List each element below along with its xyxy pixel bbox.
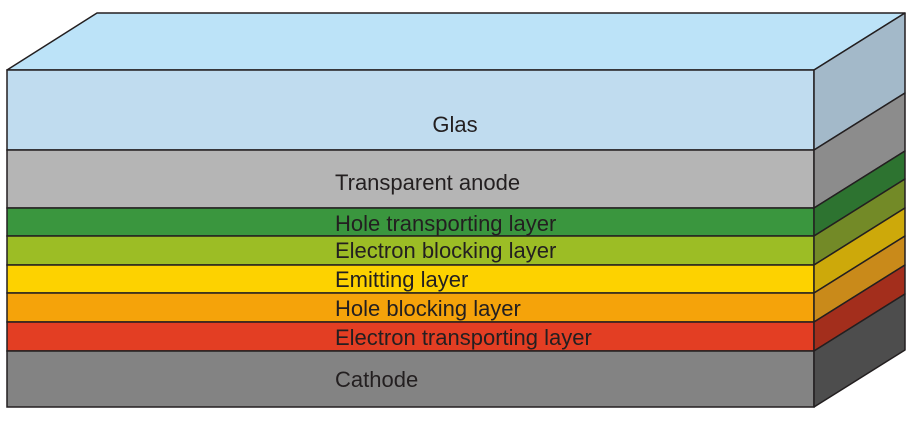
- layer-electron-transporting-front: [6, 321, 815, 352]
- layer-label-cathode: Cathode: [335, 367, 418, 392]
- layer-cathode-front: [6, 350, 815, 408]
- layer-label-emitting: Emitting layer: [335, 267, 468, 292]
- layer-glas-front: [6, 69, 815, 151]
- layer-label-hole-blocking: Hole blocking layer: [335, 296, 521, 321]
- layer-transparent-anode-front: [6, 149, 815, 209]
- layer-cathode-side: [813, 293, 906, 408]
- layer-hole-transporting-front: [6, 207, 815, 237]
- top-face: [6, 12, 906, 71]
- layer-label-electron-transporting: Electron transporting layer: [335, 325, 592, 350]
- layer-label-hole-transporting: Hole transporting layer: [335, 211, 556, 236]
- layer-label-electron-blocking: Electron blocking layer: [335, 238, 556, 263]
- layer-label-transparent-anode: Transparent anode: [335, 170, 520, 195]
- layer-label-glas: Glas: [432, 112, 477, 137]
